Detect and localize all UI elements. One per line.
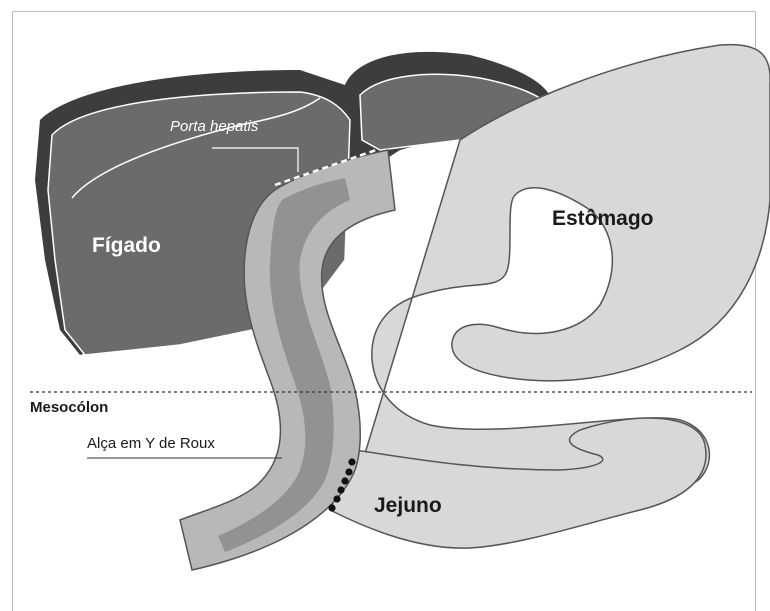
jejunum-label: Jejuno [374,494,442,518]
stomach-label: Estômago [552,207,654,231]
porta-hepatis-label: Porta hepatis [170,118,258,135]
mesocolon-label: Mesocólon [30,399,108,416]
liver-label: Fígado [92,234,161,258]
roux-limb-label: Alça em Y de Roux [87,435,215,452]
